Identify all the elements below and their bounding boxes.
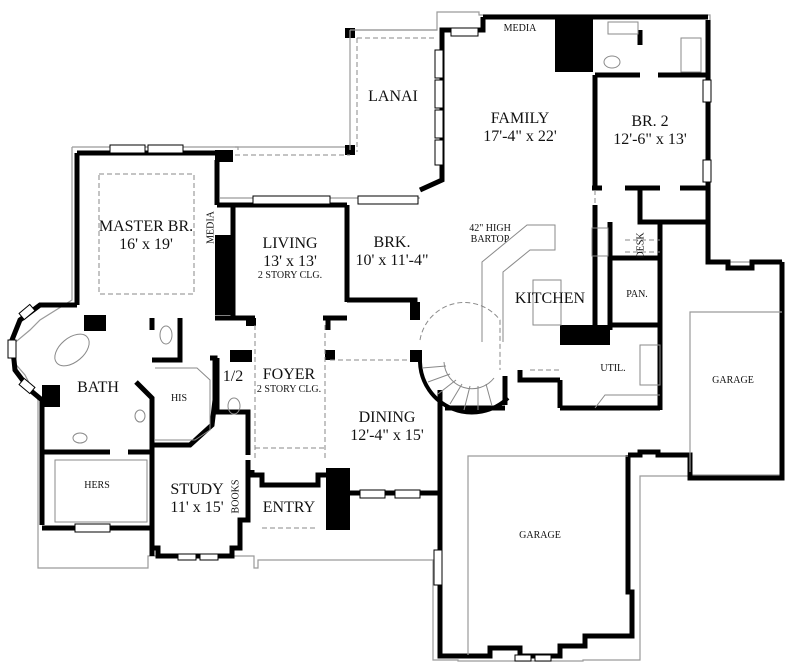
room-dimensions: 10' x 11'-4" bbox=[355, 251, 429, 269]
porch-lines bbox=[220, 29, 437, 199]
room-bath: BATH bbox=[77, 379, 119, 397]
room-br2: BR. 2 12'-6" x 13' bbox=[613, 113, 687, 148]
room-name: ENTRY bbox=[262, 499, 316, 516]
room-name: KITCHEN bbox=[514, 290, 586, 307]
room-name: BATH bbox=[77, 379, 119, 396]
room-half-bath: 1/2 bbox=[223, 368, 243, 386]
room-note: 2 STORY CLG. bbox=[257, 270, 323, 282]
room-name: BRK. bbox=[373, 234, 411, 251]
room-name: HIS bbox=[170, 393, 188, 404]
room-utility: UTIL. bbox=[600, 363, 625, 374]
windows bbox=[7, 27, 712, 662]
room-hers-closet: HERS bbox=[84, 480, 110, 491]
room-entry: ENTRY bbox=[263, 499, 315, 517]
exterior-outline bbox=[11, 11, 783, 662]
room-note: 2 STORY CLG. bbox=[256, 383, 322, 395]
room-name: PAN. bbox=[626, 289, 648, 300]
room-family: FAMILY 17'-4" x 22' bbox=[483, 110, 557, 145]
room-media-side: MEDIA bbox=[206, 211, 217, 244]
room-name: BR. 2 bbox=[631, 113, 669, 130]
room-books: BOOKS bbox=[231, 480, 242, 514]
room-dimensions: 12'-6" x 13' bbox=[613, 130, 687, 148]
room-name: MEDIA bbox=[503, 23, 537, 34]
room-dimensions: 11' x 15' bbox=[170, 498, 224, 516]
label-bartop: 42" HIGH BARTOP bbox=[469, 223, 511, 245]
room-master-bedroom: MASTER BR. 16' x 19' bbox=[99, 218, 193, 253]
room-study: STUDY 11' x 15' bbox=[170, 481, 223, 516]
room-name: HERS bbox=[84, 480, 110, 491]
room-dimensions: 13' x 13' bbox=[263, 252, 317, 270]
room-dimensions: 16' x 19' bbox=[119, 235, 173, 253]
room-name: LIVING bbox=[262, 235, 318, 252]
room-kitchen: KITCHEN bbox=[515, 290, 585, 308]
room-pantry: PAN. bbox=[626, 289, 648, 300]
room-dimensions: 12'-4" x 15' bbox=[350, 426, 424, 444]
room-name: LANAI bbox=[368, 88, 418, 105]
room-name: FOYER bbox=[262, 366, 316, 383]
bath-fixtures bbox=[54, 21, 702, 523]
room-living: LIVING 13' x 13' 2 STORY CLG. bbox=[258, 235, 322, 281]
room-his-closet: HIS bbox=[171, 393, 187, 404]
room-name: DESK bbox=[635, 232, 647, 259]
room-garage-main: GARAGE bbox=[519, 530, 561, 541]
room-name: STUDY bbox=[170, 481, 224, 498]
room-desk: DESK bbox=[636, 232, 647, 258]
kitchen-counters bbox=[481, 224, 609, 342]
room-dimensions: 17'-4" x 22' bbox=[483, 127, 557, 145]
room-lanai: LANAI bbox=[368, 88, 418, 106]
room-name: MASTER BR. bbox=[98, 218, 194, 235]
room-name: BOOKS bbox=[230, 479, 242, 514]
label-line2: BARTOP bbox=[470, 234, 510, 245]
label-line1: 42" HIGH bbox=[469, 223, 511, 234]
room-name: 1/2 bbox=[222, 368, 244, 385]
room-foyer: FOYER 2 STORY CLG. bbox=[257, 366, 321, 395]
room-name: MEDIA bbox=[205, 211, 217, 244]
room-name: DINING bbox=[358, 409, 416, 426]
garage-outlines bbox=[467, 311, 782, 655]
room-media-top: MEDIA bbox=[504, 23, 537, 34]
dashed-details bbox=[98, 173, 660, 529]
room-name: GARAGE bbox=[519, 530, 561, 541]
room-name: UTIL. bbox=[600, 363, 626, 374]
spiral-stair bbox=[418, 361, 510, 415]
room-name: GARAGE bbox=[712, 375, 754, 386]
room-garage-right: GARAGE bbox=[712, 375, 754, 386]
room-breakfast: BRK. 10' x 11'-4" bbox=[355, 234, 428, 269]
room-name: FAMILY bbox=[490, 110, 550, 127]
room-dining: DINING 12'-4" x 15' bbox=[350, 409, 424, 444]
